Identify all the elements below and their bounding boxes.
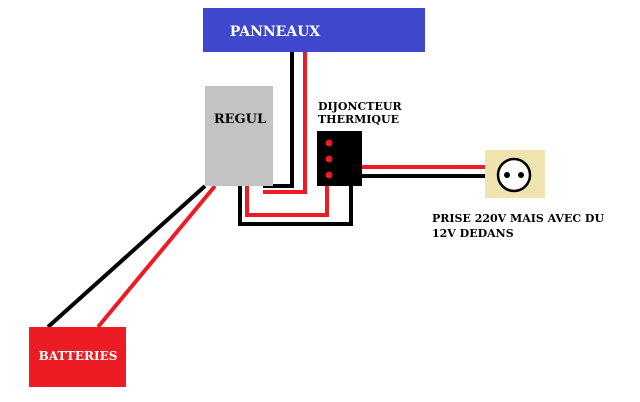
disjoncteur-label-line2: THERMIQUE [318, 113, 399, 126]
wire-regul-disjoncteur-black [238, 180, 353, 226]
disjoncteur-terminal-dot [325, 139, 333, 147]
wire-regul-batteries-black [46, 184, 207, 329]
batteries-box [29, 327, 126, 387]
panneaux-label: PANNEAUX [230, 24, 321, 40]
wire-panneaux-regul-red [263, 52, 307, 194]
disjoncteur-terminal-dot [325, 155, 333, 163]
prise-label-line2: 12V DEDANS [432, 227, 514, 240]
socket-hole [504, 172, 510, 178]
wire-regul-batteries-red [96, 184, 217, 329]
regul-box [205, 86, 273, 186]
disjoncteur-box [317, 131, 362, 186]
disjoncteur-terminal-dot [325, 171, 333, 179]
socket-hole [518, 172, 524, 178]
socket-face [496, 157, 532, 193]
disjoncteur-label-line1: DIJONCTEUR [318, 100, 402, 113]
batteries-label: BATTERIES [39, 349, 118, 363]
prise-label-line1: PRISE 220V MAIS AVEC DU [432, 212, 604, 225]
panneaux-box [203, 8, 425, 52]
wire-regul-disjoncteur-red [245, 180, 329, 217]
regul-label: REGUL [214, 112, 266, 127]
